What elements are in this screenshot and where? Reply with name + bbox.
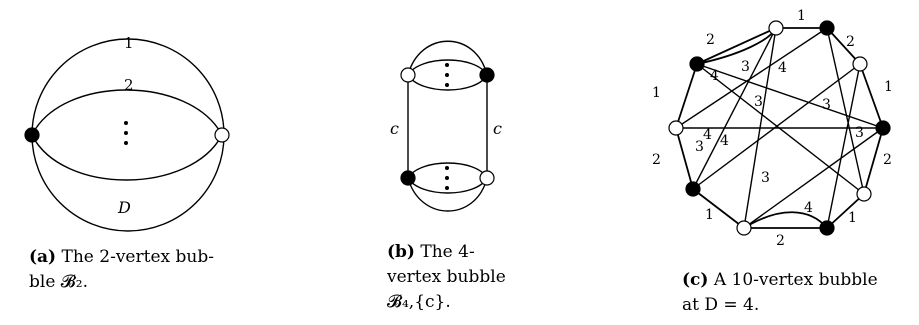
vertex-white <box>852 56 868 72</box>
edge-label: 3 <box>822 97 831 113</box>
edge-label: 4 <box>703 127 712 143</box>
edge-label: 2 <box>124 76 134 94</box>
figure-c: 1 2 4 3 4 2 1 3 3 1 4 3 2 3 4 2 3 4 1 1 … <box>652 8 893 249</box>
vertex-black <box>819 220 835 236</box>
vertex-white <box>400 67 416 83</box>
edge-ring <box>863 127 884 195</box>
figure-a: 1 2 D <box>24 34 230 232</box>
caption-c: (c) A 10-vertex bubble at D = 4. <box>682 268 917 318</box>
caption-text: A 10-vertex bubble <box>713 270 878 290</box>
ellipsis-dot <box>445 83 449 87</box>
edge-double-bottom <box>743 211 828 229</box>
vertex-black <box>685 181 701 197</box>
ellipsis-dot <box>124 131 128 135</box>
edge-label: 1 <box>848 210 857 226</box>
edge-label: 1 <box>797 8 806 24</box>
edge-label: 3 <box>695 139 704 155</box>
ellipsis-dot <box>445 73 449 77</box>
vertex-black <box>875 120 891 136</box>
caption-text: ble 𝓑₂. <box>29 272 88 292</box>
edge-chord <box>696 63 865 195</box>
edge-label: 2 <box>706 32 715 48</box>
edge-label: 3 <box>754 94 763 110</box>
edge-label: 2 <box>883 152 892 168</box>
edge-chord <box>743 127 884 229</box>
caption-a: (a) The 2-vertex bub- ble 𝓑₂. <box>29 245 259 295</box>
edge-label: 4 <box>710 68 719 84</box>
edge-label: 2 <box>846 34 855 50</box>
caption-tag: (b) <box>387 242 415 262</box>
edge-ring <box>696 27 777 65</box>
edge-label: 3 <box>741 59 750 75</box>
vertex-white <box>479 170 495 186</box>
vertex-black <box>479 67 495 83</box>
edge-top-inner-lower <box>407 74 488 91</box>
edge-label: 3 <box>761 170 770 186</box>
edge-label: 2 <box>652 152 661 168</box>
edge-ring <box>859 63 884 129</box>
edge-top-inner-upper <box>407 59 488 76</box>
edge-upper-inner <box>31 89 223 136</box>
edge-label: 4 <box>720 133 729 149</box>
ellipsis-dot <box>445 63 449 67</box>
edge-ring <box>675 63 698 129</box>
figure-b: c c <box>390 40 502 212</box>
edge-ring <box>826 27 861 65</box>
vertex-white <box>214 127 230 143</box>
caption-text: The 4- <box>420 242 475 262</box>
vertex-white <box>668 120 684 136</box>
edge-label: 1 <box>884 79 893 95</box>
ellipsis-dot <box>445 176 449 180</box>
caption-text: at D = 4. <box>682 295 760 315</box>
ellipsis-dot <box>445 186 449 190</box>
edge-top-outer <box>407 40 488 76</box>
caption-tag: (c) <box>682 270 709 290</box>
vertex-white <box>736 220 752 236</box>
edge-chord <box>696 63 884 129</box>
ellipsis-dot <box>124 121 128 125</box>
edge-chord <box>826 63 861 229</box>
vertex-white <box>768 20 784 36</box>
edge-label: c <box>493 119 502 138</box>
vertex-black <box>819 20 835 36</box>
caption-text: The 2-vertex bub- <box>61 247 214 267</box>
edge-bottom-outer <box>407 177 488 212</box>
edge-label: 3 <box>855 125 864 141</box>
edge-lower-inner <box>31 134 223 181</box>
edge-ring <box>675 127 694 190</box>
edge-ring <box>826 193 865 229</box>
vertex-black <box>400 170 416 186</box>
caption-tag: (a) <box>29 247 57 267</box>
edge-bottom-inner-upper <box>407 162 488 179</box>
edge-ring <box>692 188 745 229</box>
edge-label: 1 <box>652 85 661 101</box>
caption-text: vertex bubble <box>387 267 506 287</box>
edge-label: 1 <box>124 34 134 52</box>
vertex-black <box>24 127 40 143</box>
edge-label: 2 <box>776 233 785 249</box>
edge-label: 4 <box>778 60 787 76</box>
edge-bottom-inner-lower <box>407 177 488 194</box>
vertex-white <box>856 186 872 202</box>
caption-text: 𝓑₄,{c}. <box>387 292 451 312</box>
edge-label: D <box>117 198 131 217</box>
caption-b: (b) The 4- vertex bubble 𝓑₄,{c}. <box>387 240 547 315</box>
edge-chord <box>692 27 777 190</box>
edge-label: c <box>390 119 399 138</box>
vertex-black <box>689 56 705 72</box>
edge-label: 4 <box>804 200 813 216</box>
ellipsis-dot <box>124 141 128 145</box>
edge-label: 1 <box>705 207 714 223</box>
edge-chord <box>675 27 828 129</box>
edge-chord <box>826 27 865 195</box>
ellipsis-dot <box>445 166 449 170</box>
